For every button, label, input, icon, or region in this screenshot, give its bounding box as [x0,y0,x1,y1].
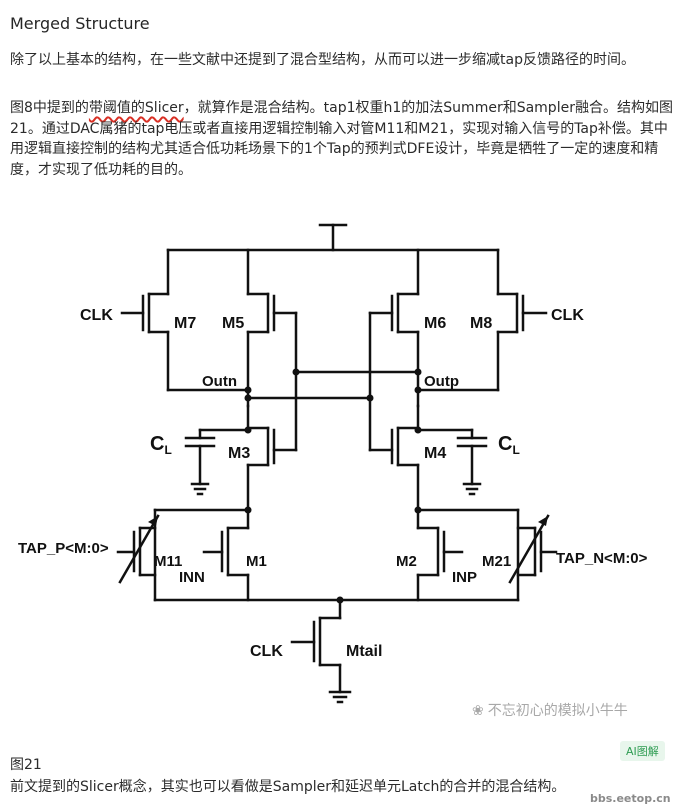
m2-label: M2 [396,553,417,570]
m21-label: M21 [482,553,511,570]
watermark: ❀不忘初心的模拟小牛牛 [472,700,628,720]
clk-left-label: CLK [80,307,113,324]
m7-label: M7 [174,315,196,332]
mtail-label: Mtail [346,643,382,660]
tap-n-label: TAP_N<M:0> [556,550,648,567]
highlighted-phrase: 带阈值的Slicer [88,100,184,116]
section-heading: Merged Structure [10,14,150,33]
m1-label: M1 [246,553,267,570]
m3-label: M3 [228,445,250,462]
footer-paragraph: 前文提到的Slicer概念，其实也可以看做是Sampler和延迟单元Latch的… [10,779,566,795]
m11-label: M11 [154,553,182,570]
paragraph-suffix: ，就算作是混合结构。tap1权重h1的加法Summer和Sampler融合。结构… [10,100,673,178]
clk-tail-label: CLK [250,643,283,660]
tap-p-label: TAP_P<M:0> [18,540,109,557]
source-watermark: bbs.eetop.cn [590,792,671,805]
m8-label: M8 [470,315,492,332]
paragraph-intro: 除了以上基本的结构，在一些文献中还提到了混合型结构，从而可以进一步缩减tap反馈… [10,52,635,68]
m5-label: M5 [222,315,244,332]
paragraph-prefix: 图8中提到的 [10,100,89,116]
outn-label: Outn [202,373,237,390]
inn-label: INN [179,569,205,586]
cl-right-label: CL [498,433,520,457]
m4-label: M4 [424,445,446,462]
clk-right-label: CLK [551,307,584,324]
wechat-icon: ❀ [472,703,484,719]
cl-left-label: CL [150,433,172,457]
watermark-text: 不忘初心的模拟小牛牛 [487,703,628,719]
m6-label: M6 [424,315,446,332]
paragraph-description: 图8中提到的带阈值的Slicer，就算作是混合结构。tap1权重h1的加法Sum… [10,98,674,180]
outp-label: Outp [424,373,459,390]
figure-caption: 图21 [10,757,42,773]
circuit-diagram: CLK M7 M5 M6 M8 CLK Outn Outp CL CL M3 M… [18,223,648,704]
inp-label: INP [452,569,477,586]
ai-diagram-button[interactable]: AI图解 [620,741,665,761]
